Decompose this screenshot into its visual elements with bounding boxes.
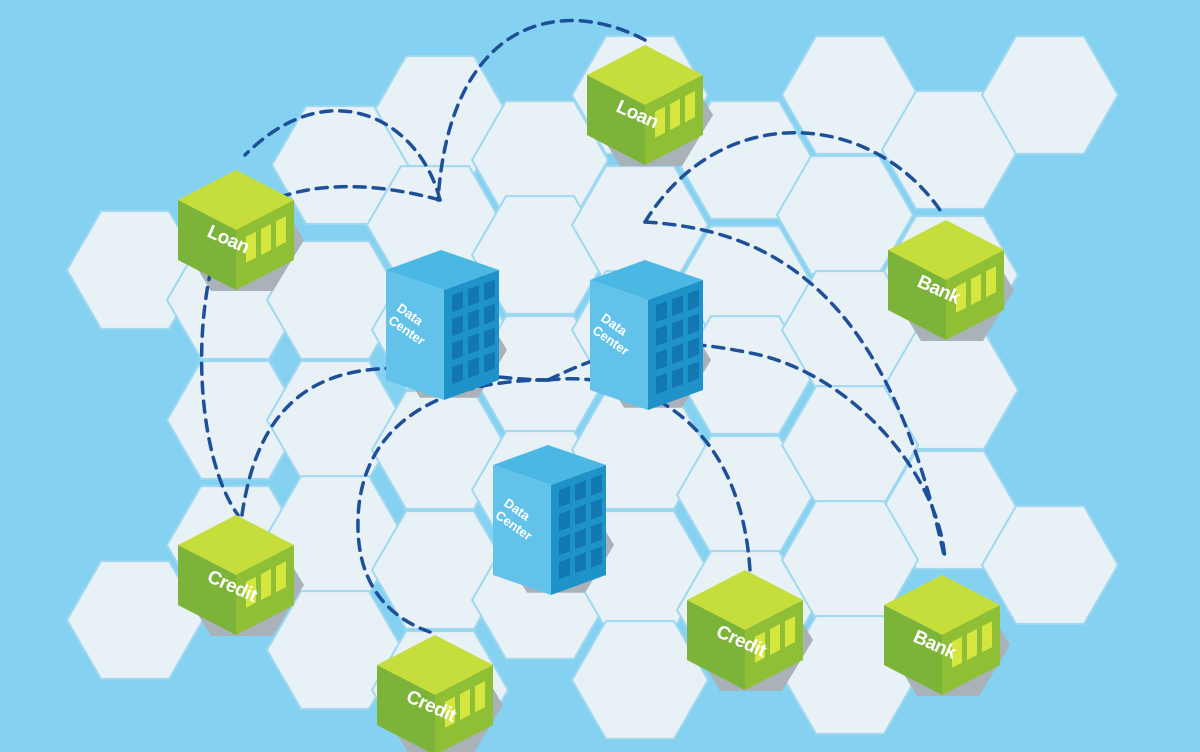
cube-window [770,623,780,656]
building-window [656,325,667,347]
building-window [452,339,463,361]
cube-left-face [178,545,236,635]
building-window [559,558,570,580]
building-window [575,504,586,526]
cube-left-face [377,665,435,752]
connection-lines [199,18,947,634]
building-window [656,373,667,395]
building-window [468,357,479,379]
building-window [468,309,479,331]
cube-window [956,281,966,313]
building-roof [493,445,606,485]
building-window [575,552,586,574]
cube-window [967,628,977,661]
building-window [484,279,495,301]
building-window [468,285,479,307]
cube-window [246,576,256,608]
hexagon-tile [265,590,405,710]
building-left-face [386,270,444,400]
cube-window [971,273,981,306]
building-window [656,301,667,323]
building-window [688,313,699,335]
node-cube-bank-bottom: Bank [884,575,1000,695]
connection-line [643,131,942,224]
hexagon-tile [980,35,1120,155]
building-window [672,343,683,365]
cube-window [475,681,485,713]
building-window [591,474,602,496]
cube-window [685,91,695,123]
cube-left-face [687,600,745,690]
building-window [575,480,586,502]
building-window [468,333,479,355]
building-window [452,291,463,313]
building-window [591,546,602,568]
cube-window [445,696,455,728]
data-center-left: Data Center [386,250,499,400]
building-window [484,351,495,373]
connection-line [436,18,647,202]
cube-window [670,98,680,131]
cube-window [755,631,765,663]
cube-window [785,616,795,648]
cube-window [276,561,286,593]
node-cube-bank-right: Bank [888,220,1004,340]
building-left-face [493,465,551,595]
node-cube-credit-left: Credit [178,515,294,635]
hexagon-tile [570,620,710,740]
cube-window [460,688,470,721]
cube-left-face [178,200,236,290]
building-window [559,534,570,556]
node-cube-loan-left: Loan [178,170,294,290]
building-window [452,363,463,385]
cube-window [261,568,271,601]
building-left-face [590,280,648,410]
cube-window [982,621,992,653]
cube-window [261,223,271,256]
cube-window [276,216,286,248]
node-cube-loan-top: Loan [587,45,703,165]
data-center-center: Data Center [493,445,606,595]
building-window [672,367,683,389]
building-window [688,361,699,383]
connection-line [643,220,947,562]
cube-window [246,231,256,263]
building-window [656,349,667,371]
hexagon-tile [980,505,1120,625]
cube-left-face [587,75,645,165]
hexagon-tile [265,240,405,360]
building-window [452,315,463,337]
cube-window [655,106,665,138]
data-center-right: Data Center [590,260,703,410]
hexagon-tile [65,560,205,680]
cube-left-face [888,250,946,340]
building-window [484,303,495,325]
cube-window [986,266,996,298]
building-roof [590,260,703,300]
building-window [688,289,699,311]
building-window [559,510,570,532]
cube-left-face [884,605,942,695]
node-cube-credit-bottom-right: Credit [687,570,803,690]
building-window [559,486,570,508]
building-window [591,498,602,520]
building-window [672,319,683,341]
building-window [672,295,683,317]
node-cube-credit-bottom: Credit [377,635,493,752]
building-window [688,337,699,359]
cube-window [952,636,962,668]
building-window [591,522,602,544]
connection-line [199,184,442,517]
connection-line [243,109,442,202]
connection-line [546,377,752,572]
building-roof [386,250,499,290]
building-window [484,327,495,349]
building-window [575,528,586,550]
